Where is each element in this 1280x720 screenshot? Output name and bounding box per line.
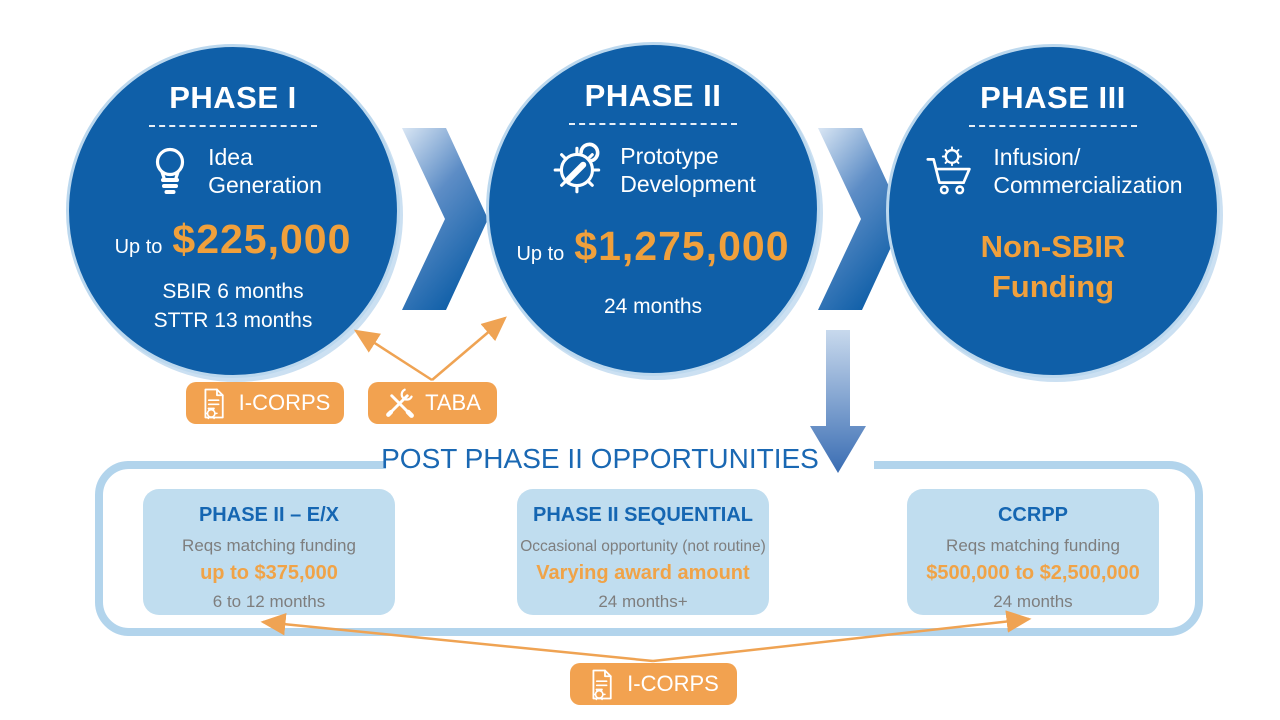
- arrow-taba-to-phase1: [353, 329, 433, 382]
- icorps-badge-top: I-CORPS: [186, 382, 344, 424]
- box-duration: 24 months+: [598, 592, 688, 611]
- phase-2-label-line1: Prototype: [620, 142, 719, 169]
- phase-1-label: Idea Generation: [208, 143, 322, 199]
- icorps-badge-label: I-CORPS: [238, 390, 331, 415]
- box-line: Reqs matching funding: [182, 536, 356, 555]
- phase-1-label-line2: Generation: [208, 172, 322, 199]
- funding-amount: $225,000: [172, 216, 352, 263]
- phase2-sequential-box: PHASE II SEQUENTIAL Occasional opportuni…: [517, 489, 769, 615]
- phase-1-duration: SBIR 6 months STTR 13 months: [69, 277, 397, 336]
- phase2-ex-box: PHASE II – E/X Reqs matching funding up …: [143, 489, 395, 615]
- box-highlight: up to $375,000: [200, 562, 338, 584]
- box-duration: 6 to 12 months: [212, 592, 326, 611]
- post-phase2-title: POST PHASE II OPPORTUNITIES: [381, 443, 819, 474]
- taba-badge-label: TABA: [425, 390, 481, 415]
- box-title: PHASE II – E/X: [198, 504, 340, 526]
- duration-line: SBIR 6 months: [162, 280, 304, 304]
- chevron-right-arrow: [402, 128, 488, 310]
- dashed-divider: [569, 123, 737, 125]
- crossed-tools-icon: [384, 388, 415, 419]
- ccrpp-box: CCRPP Reqs matching funding $500,000 to …: [907, 489, 1159, 615]
- box-title: PHASE II SEQUENTIAL: [532, 504, 754, 526]
- duration-line: 24 months: [603, 295, 703, 318]
- funding-line: Funding: [991, 269, 1115, 305]
- phase-1-label-line1: Idea: [208, 144, 253, 170]
- phase-1-title: PHASE I: [169, 80, 297, 115]
- document-gear-icon: [200, 387, 229, 420]
- taba-badge: TABA: [368, 382, 497, 424]
- phase-3-funding: Non-SBIR Funding: [889, 227, 1217, 308]
- phase-3-label-line1: Infusion/: [993, 144, 1081, 170]
- funding-prefix: Up to: [114, 236, 163, 259]
- duration-line: STTR 13 months: [153, 309, 313, 333]
- box-line: Occasional opportunity (not routine): [520, 538, 766, 555]
- funding-line: Non-SBIR: [980, 229, 1126, 265]
- phase-3-title: PHASE III: [980, 80, 1126, 115]
- box-highlight: Varying award amount: [536, 562, 750, 584]
- document-gear-icon: [588, 668, 617, 701]
- cart-gear-icon: [923, 143, 981, 199]
- phase-2-label-line2: Development: [620, 171, 756, 197]
- phase-3-label-line2: Commercialization: [993, 172, 1183, 199]
- phase-2-funding: Up to $1,275,000: [489, 223, 817, 270]
- phase-2-circle: PHASE II Prototype Developme: [486, 42, 820, 376]
- border-gap: [386, 452, 874, 477]
- arrow-taba-to-phase2: [431, 316, 507, 381]
- icorps-badge-bottom: I-CORPS: [570, 663, 737, 705]
- funding-prefix: Up to: [516, 243, 565, 265]
- dashed-divider: [149, 125, 317, 127]
- gear-wrench-icon: [550, 141, 608, 199]
- phase-1-funding: Up to $225,000: [69, 216, 397, 263]
- box-highlight: $500,000 to $2,500,000: [926, 562, 1140, 584]
- box-line: Reqs matching funding: [946, 536, 1120, 555]
- down-arrow: [810, 330, 866, 473]
- phase-2-duration: 24 months: [489, 292, 817, 321]
- lightbulb-icon: [144, 144, 196, 198]
- phase-3-circle: PHASE III Infu: [886, 44, 1220, 378]
- chevron-right-arrow: [818, 128, 904, 310]
- box-title: CCRPP: [997, 504, 1068, 526]
- funding-amount: $1,275,000: [574, 223, 790, 269]
- phase-1-circle: PHASE I Idea Generation Up to $225,000: [66, 44, 400, 378]
- icorps-badge-label: I-CORPS: [627, 671, 719, 696]
- dashed-divider: [969, 125, 1137, 127]
- phase-2-label: Prototype Development: [620, 142, 756, 198]
- phase-2-title: PHASE II: [584, 78, 722, 113]
- phase-3-label: Infusion/ Commercialization: [993, 143, 1182, 199]
- box-duration: 24 months: [993, 592, 1073, 611]
